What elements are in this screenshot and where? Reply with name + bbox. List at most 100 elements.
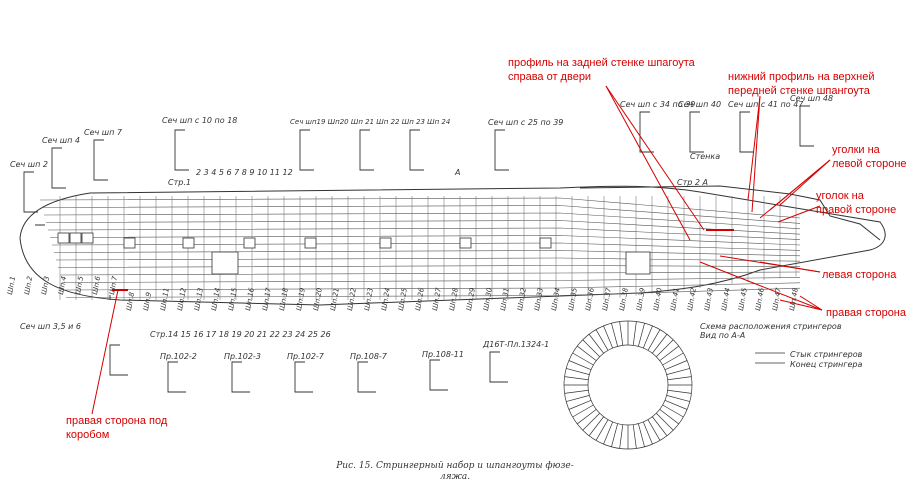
profile-section <box>174 129 189 171</box>
scheme-tick <box>656 339 674 357</box>
window <box>182 237 195 249</box>
scheme-tick <box>582 413 600 431</box>
scheme-tick <box>572 404 594 418</box>
leader-line <box>751 95 761 213</box>
scheme-tick <box>568 399 592 410</box>
scheme-tick <box>611 423 618 447</box>
stringer-numbers: 2 3 4 5 6 7 8 9 10 11 12 <box>196 168 293 177</box>
scheme-tick <box>619 424 624 449</box>
leader-line <box>747 95 761 201</box>
profile-102-2: Пр.102-2 <box>160 352 197 361</box>
profile-108-11: Пр.108-11 <box>422 350 464 359</box>
section-label-shp10-18: Сеч шп с 10 по 18 <box>162 116 238 125</box>
leader-line <box>605 85 705 231</box>
section-label-shp25-39: Сеч шп с 25 по 39 <box>488 118 564 127</box>
window <box>123 237 136 249</box>
section-label-shp34-39: Сеч шп с 34 по 39 <box>620 100 696 109</box>
scheme-tick <box>652 334 668 354</box>
scheme-tick <box>577 345 597 361</box>
legend-joint: Стык стрингеров <box>790 350 863 359</box>
leader-line <box>779 159 831 206</box>
scheme-tick <box>662 352 684 366</box>
scheme-tick <box>647 419 661 441</box>
stringer-1-label: Стр.1 <box>168 178 191 187</box>
profile-102-3: Пр.102-3 <box>224 352 261 361</box>
profile-sections <box>23 105 814 393</box>
lower-stringer-numbers: Стр.14 15 16 17 18 19 20 21 22 23 24 25 … <box>150 330 331 339</box>
profile-section <box>639 111 654 153</box>
scheme-tick <box>595 419 609 441</box>
fuselage-outline <box>19 185 886 306</box>
window <box>459 237 472 249</box>
window <box>379 237 392 249</box>
profile-section <box>359 129 374 171</box>
window <box>539 237 552 249</box>
profile-102-7: Пр.102-7 <box>287 352 324 361</box>
scheme-tick <box>642 325 653 349</box>
annotation-left-side: левая сторона <box>822 269 897 281</box>
view-a-label: А <box>455 168 461 177</box>
profile-section <box>689 111 704 153</box>
leader-line <box>91 289 119 415</box>
scheme-tick <box>564 389 589 394</box>
stringer-line <box>61 277 801 283</box>
scheme-tick <box>568 360 592 371</box>
figure-caption: Рис. 15. Стрингерный набор и шпангоуты ф… <box>336 461 574 482</box>
annotation-right-side: правая сторона <box>826 307 907 319</box>
scheme-tick <box>656 413 674 431</box>
annotation-angles-left: уголки на левой стороне <box>832 144 907 170</box>
leader-line <box>777 205 821 223</box>
profile-section <box>51 147 66 189</box>
scheme-tick <box>647 329 661 351</box>
section-label-shp3-6: Сеч шп 3,5 и 6 <box>20 322 81 331</box>
profile-section <box>231 361 250 393</box>
scheme-tick <box>667 389 692 394</box>
scheme-tick <box>667 376 692 381</box>
profile-section <box>294 361 313 393</box>
profile-section <box>494 129 509 171</box>
scheme-tick <box>577 409 597 425</box>
wall-label: Стенка <box>690 152 721 161</box>
profile-section <box>109 344 128 376</box>
profile-section <box>299 129 314 171</box>
stringer-line <box>41 205 801 224</box>
scheme-tick <box>582 339 600 357</box>
scheme-tick <box>642 421 653 445</box>
scheme-tick <box>603 421 614 445</box>
scheme-tick <box>588 334 604 354</box>
window <box>57 232 70 244</box>
scheme-tick <box>638 423 645 447</box>
section-label-shp19-24: Сеч шп19 Шп20 Шп 21 Шп 22 Шп 23 Шп 24 <box>290 118 451 126</box>
leader-line <box>779 299 823 311</box>
stringer-line <box>59 271 801 276</box>
leader-line <box>759 261 821 273</box>
profile-section <box>93 139 108 181</box>
scheme-tick <box>619 321 624 346</box>
profile-d16t: Д16Т-Пл.1324-1 <box>483 340 550 349</box>
scheme-title: Схема расположения стрингеров Вид по А-А <box>700 322 842 340</box>
profile-section <box>489 351 508 383</box>
profile-section <box>167 361 186 393</box>
door <box>625 251 651 275</box>
scheme-tick <box>603 325 614 349</box>
profile-section <box>429 359 448 391</box>
annotation-door-profile: профиль на задней стенке шпагоута справа… <box>508 57 695 83</box>
stringer-line <box>45 220 801 235</box>
scheme-tick <box>659 409 679 425</box>
window <box>69 232 82 244</box>
profile-108-7: Пр.108-7 <box>350 352 387 361</box>
scheme-tick <box>564 376 589 381</box>
scheme-tick <box>566 368 590 375</box>
profile-section <box>739 111 754 153</box>
scheme-tick <box>588 416 604 436</box>
stringer-lines <box>39 197 801 298</box>
annotation-right-side-box: правая сторона под коробом <box>66 415 168 441</box>
section-label-shp4: Сеч шп 4 <box>42 136 80 145</box>
section-label-shp7: Сеч шп 7 <box>84 128 122 137</box>
window <box>243 237 256 249</box>
stringer-line <box>53 250 801 257</box>
scheme-tick <box>632 424 637 449</box>
stringer-line <box>43 212 801 230</box>
